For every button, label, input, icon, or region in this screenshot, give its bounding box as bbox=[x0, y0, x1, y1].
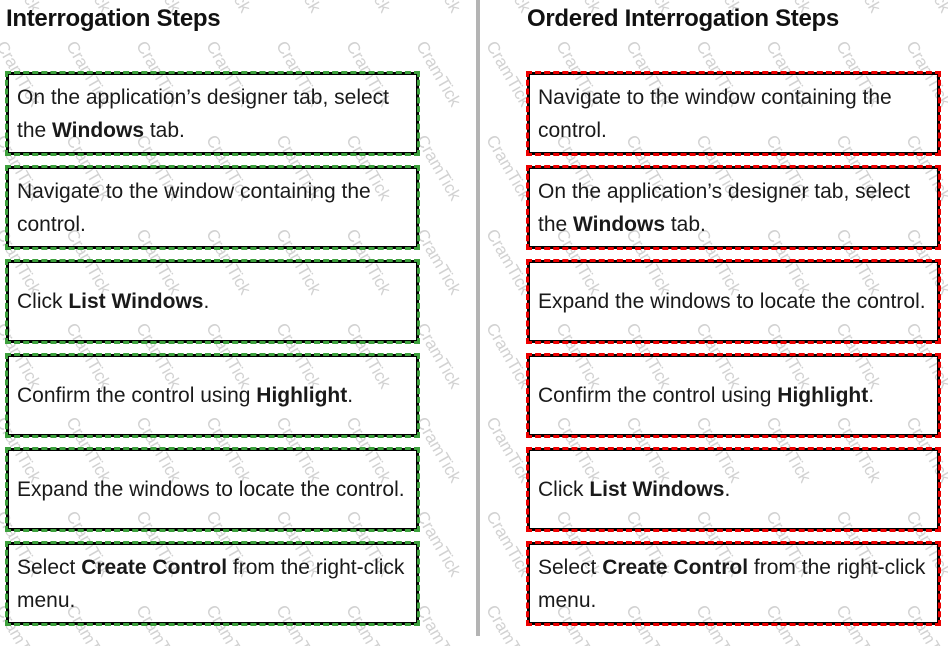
step-card[interactable]: Expand the windows to locate the control… bbox=[5, 447, 420, 532]
step-text: Click List Windows. bbox=[538, 478, 731, 501]
step-card[interactable]: On the application’s designer tab, selec… bbox=[5, 71, 420, 156]
step-card[interactable]: Click List Windows. bbox=[5, 259, 420, 344]
step-text: On the application’s designer tab, selec… bbox=[17, 85, 390, 142]
source-steps-list: On the application’s designer tab, selec… bbox=[5, 71, 420, 626]
step-text: Confirm the control using Highlight. bbox=[17, 384, 354, 407]
step-card[interactable]: Select Create Control from the right-cli… bbox=[5, 541, 420, 626]
step-text: Confirm the control using Highlight. bbox=[538, 384, 875, 407]
step-card[interactable]: On the application’s designer tab, selec… bbox=[526, 165, 941, 250]
step-text: Click List Windows. bbox=[17, 290, 210, 313]
step-text: Expand the windows to locate the control… bbox=[17, 478, 405, 501]
step-card[interactable]: Navigate to the window containing the co… bbox=[5, 165, 420, 250]
step-card[interactable]: Confirm the control using Highlight. bbox=[5, 353, 420, 438]
step-text: Expand the windows to locate the control… bbox=[538, 290, 926, 313]
source-column-title: Interrogation Steps bbox=[6, 5, 221, 32]
step-card[interactable]: Expand the windows to locate the control… bbox=[526, 259, 941, 344]
step-text: Select Create Control from the right-cli… bbox=[538, 555, 926, 612]
step-text: Navigate to the window containing the co… bbox=[17, 179, 371, 236]
step-text: Select Create Control from the right-cli… bbox=[17, 555, 405, 612]
ordered-column-title: Ordered Interrogation Steps bbox=[527, 5, 839, 32]
step-text: On the application’s designer tab, selec… bbox=[538, 179, 911, 236]
column-divider bbox=[476, 0, 480, 636]
ordered-steps-column: Ordered Interrogation Steps Navigate to … bbox=[526, 4, 941, 636]
step-card[interactable]: Select Create Control from the right-cli… bbox=[526, 541, 941, 626]
step-card[interactable]: Navigate to the window containing the co… bbox=[526, 71, 941, 156]
ordered-steps-list: Navigate to the window containing the co… bbox=[526, 71, 941, 626]
step-card[interactable]: Click List Windows. bbox=[526, 447, 941, 532]
step-text: Navigate to the window containing the co… bbox=[538, 85, 892, 142]
step-card[interactable]: Confirm the control using Highlight. bbox=[526, 353, 941, 438]
source-steps-column: Interrogation Steps On the application’s… bbox=[5, 4, 420, 636]
